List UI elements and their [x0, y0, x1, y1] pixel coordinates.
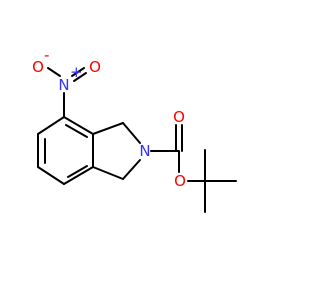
nitro-oxygen-minus-charge: - — [44, 46, 49, 64]
nitro-oxygen-label: O — [89, 58, 101, 76]
structure-canvas: N + O - O N O O — [32, 46, 237, 213]
nitro-nitrogen-charge: + — [70, 63, 83, 81]
bond-ch2b-c5 — [92, 166, 124, 180]
bond-c4-c5 — [63, 166, 94, 185]
aromatic-double-3 — [65, 124, 88, 138]
bond-nitro-o-double-a — [71, 67, 85, 77]
nitro-nitrogen-label: N — [58, 76, 69, 94]
carbonyl-oxygen-label: O — [173, 108, 185, 126]
bond-n-ch2b — [122, 159, 141, 180]
molecule-diagram: N + O - O N O O — [32, 46, 237, 213]
bond-nitro-o-minus — [47, 67, 61, 77]
nitro-oxygen-minus-label: O — [32, 58, 44, 76]
ester-oxygen-label: O — [174, 172, 186, 190]
bond-c6-ch2a — [92, 122, 124, 135]
bond-nitro-o-double-b — [73, 72, 87, 82]
bond-c3-c4 — [37, 166, 65, 185]
bond-ch2a-n — [122, 122, 141, 144]
aromatic-double-2 — [67, 165, 88, 178]
bond-c6-c1 — [63, 116, 94, 135]
ring-nitrogen-label: N — [139, 142, 150, 160]
bond-c1-c2 — [37, 116, 65, 135]
